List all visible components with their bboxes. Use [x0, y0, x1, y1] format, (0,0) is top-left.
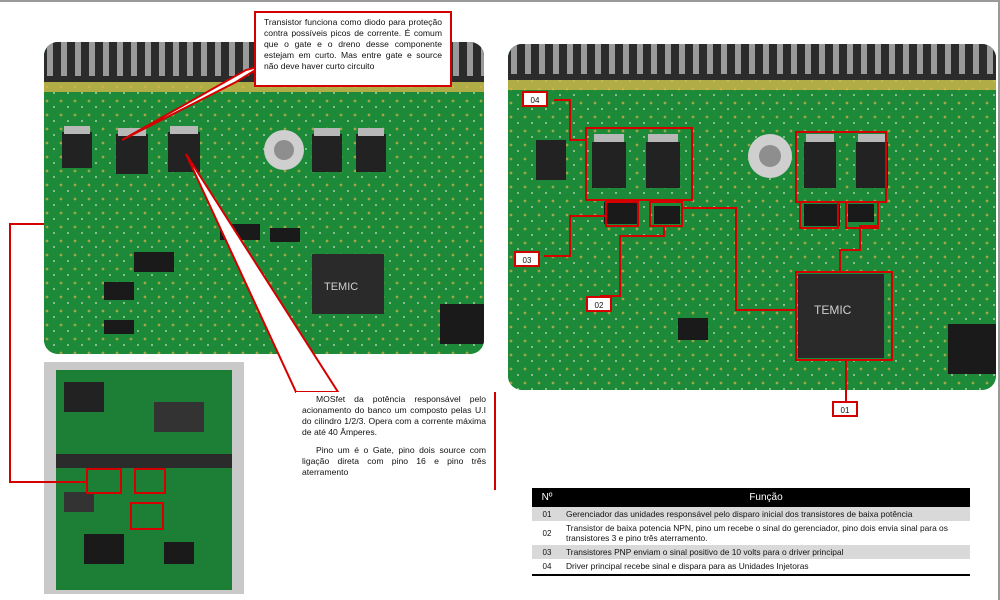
table-row: 04 Driver principal recebe sinal e dispa…: [532, 559, 970, 573]
box-02-b: [649, 201, 683, 227]
table-header-function: Função: [562, 488, 970, 507]
table-cell-text: Transistor de baixa potencia NPN, pino u…: [566, 523, 948, 543]
pointer-top-callout: [121, 65, 263, 141]
tag-01: 01: [832, 401, 858, 417]
table-cell-num: 01: [532, 507, 562, 521]
tag-03: 03: [514, 251, 540, 267]
note-mosfet-para2: Pino um é o Gate, pino dois source com l…: [302, 445, 486, 477]
table-row: 01 Gerenciador das unidades responsável …: [532, 507, 970, 521]
board-overview-photo-art: [44, 362, 244, 594]
tag-04: 04: [522, 91, 548, 107]
table-cell-text: Transistores PNP enviam o sinal positivo…: [562, 545, 970, 559]
table-bottom-rule: [532, 574, 970, 576]
table-cell-num: 03: [532, 545, 562, 559]
box-03-a: [799, 201, 839, 229]
table-cell-text: Gerenciador das unidades responsável pel…: [562, 507, 970, 521]
chip-label-right: TEMIC: [814, 303, 852, 317]
table-row: 02 Transistor de baixa potencia NPN, pin…: [532, 521, 970, 545]
box-04-right: [795, 131, 887, 203]
connector-left-bracket: [9, 223, 86, 483]
board-overview-photo: [44, 362, 244, 594]
box-03-b: [845, 201, 879, 229]
box-01-chip: [795, 271, 893, 361]
highlight-box-b: [134, 468, 166, 494]
table-row: 03 Transistores PNP enviam o sinal posit…: [532, 545, 970, 559]
highlight-box-c: [130, 502, 164, 530]
pointer-bottom-callout: [185, 153, 340, 393]
table-cell-num: 04: [542, 561, 552, 571]
table-header-num: Nº: [532, 488, 562, 507]
chip-label-left: TEMIC: [324, 281, 358, 293]
function-table: Nº Função 01 Gerenciador das unidades re…: [532, 488, 970, 573]
table-cell-num: 02: [542, 528, 552, 538]
callout-diode-protection: Transistor funciona como diodo para prot…: [254, 11, 452, 87]
box-02-a: [605, 201, 639, 227]
tag-02: 02: [586, 296, 612, 312]
page-frame-top: [0, 0, 1000, 2]
note-mosfet: MOSfet da potência responsável pelo acio…: [296, 392, 496, 490]
box-04-left: [585, 127, 693, 201]
highlight-box-a: [86, 468, 122, 494]
note-mosfet-para1: MOSfet da potência responsável pelo acio…: [302, 394, 486, 437]
table-cell-text: Driver principal recebe sinal e dispara …: [566, 561, 809, 571]
